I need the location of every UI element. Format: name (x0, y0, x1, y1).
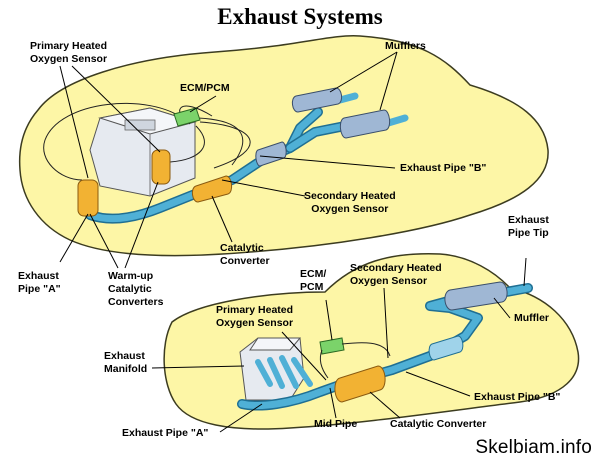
label-bottom-exhaust-manifold: Exhaust Manifold (104, 350, 147, 376)
label-line: Pipe "A" (18, 283, 61, 295)
label-bottom-exhaust-pipe-tip: Exhaust Pipe Tip (508, 214, 549, 240)
page-title: Exhaust Systems (217, 4, 383, 29)
top-mufflers (255, 87, 391, 167)
label-line: Converter (220, 255, 270, 267)
label-line: Manifold (104, 363, 148, 375)
label-bottom-mid-pipe: Mid Pipe (314, 418, 358, 430)
label-top-primary-sensor: Primary Heated Oxygen Sensor (30, 40, 107, 66)
label-bottom-exhaust-pipe-b: Exhaust Pipe "B" (474, 391, 561, 403)
bottom-exhaust-pipes (237, 283, 533, 411)
label-top-exhaust-pipe-a: Exhaust Pipe "A" (18, 270, 61, 296)
label-line: Primary Heated (30, 40, 108, 52)
label-bottom-exhaust-pipe-a: Exhaust Pipe "A" (122, 427, 209, 439)
label-bottom-primary-sensor: Primary Heated Oxygen Sensor (216, 304, 293, 330)
label-line: Pipe Tip (508, 227, 549, 239)
bottom-ecm-box (319, 337, 345, 355)
label-top-catalytic-converter: Catalytic Converter (220, 242, 270, 268)
label-bottom-catalytic-converter: Catalytic Converter (390, 418, 487, 430)
label-bottom-ecm: ECM/ PCM (300, 268, 326, 294)
label-line: ECM/ (300, 268, 327, 280)
label-line: Exhaust (18, 270, 59, 282)
label-line: Exhaust (508, 214, 549, 226)
label-top-warmup-converters: Warm-up Catalytic Converters (108, 270, 163, 309)
label-line: Exhaust (104, 350, 145, 362)
label-top-secondary-sensor: Secondary Heated Oxygen Sensor (304, 190, 396, 216)
label-bottom-secondary-sensor: Secondary Heated Oxygen Sensor (350, 262, 442, 288)
label-top-mufflers: Mufflers (385, 40, 426, 52)
label-top-exhaust-pipe-b: Exhaust Pipe "B" (400, 162, 487, 174)
label-bottom-muffler: Muffler (514, 312, 549, 324)
label-line: Oxygen Sensor (350, 275, 428, 287)
label-line: Catalytic (220, 242, 264, 254)
bottom-converters (334, 335, 464, 403)
label-line: Warm-up (108, 270, 154, 282)
top-ecm-box (173, 107, 201, 127)
label-line: Primary Heated (216, 304, 294, 316)
label-line: Oxygen Sensor (311, 203, 389, 215)
bottom-callout-lines (151, 257, 527, 433)
label-top-ecm: ECM/PCM (180, 82, 230, 94)
label-line: Secondary Heated (304, 190, 396, 202)
label-line: Converters (108, 296, 164, 308)
label-line: Secondary Heated (350, 262, 442, 274)
watermark: Skelbiam.info (475, 437, 592, 458)
label-line: Oxygen Sensor (216, 317, 294, 329)
bottom-muffler (444, 281, 508, 311)
top-converters (77, 149, 233, 217)
label-line: Oxygen Sensor (30, 53, 108, 65)
label-line: PCM (300, 281, 324, 293)
top-callout-lines (59, 51, 398, 269)
label-line: Catalytic (108, 283, 152, 295)
